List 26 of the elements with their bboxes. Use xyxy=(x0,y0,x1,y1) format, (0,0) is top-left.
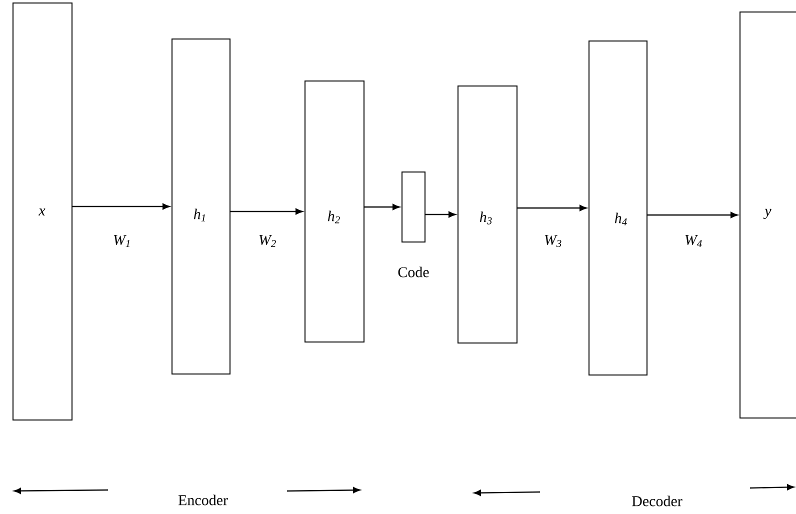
layer-label: h$_{2}$ xyxy=(328,210,340,224)
layer-label: h$_{1}$ xyxy=(194,208,205,222)
edge-label: W$_{1}$ xyxy=(114,235,130,247)
arrow xyxy=(426,211,456,218)
arrow xyxy=(518,204,587,212)
layer-label: y xyxy=(763,208,772,220)
layer-box xyxy=(304,80,364,342)
section-label: Decoder xyxy=(632,496,682,506)
layer-label: h$_{3}$ xyxy=(480,212,492,224)
layer-box xyxy=(740,12,796,418)
edge-label: W$_{2}$ xyxy=(259,235,276,247)
arrow xyxy=(230,208,303,215)
section-label: Encoder xyxy=(178,494,228,506)
layer-box xyxy=(458,86,518,344)
arrow xyxy=(364,204,400,210)
layer-box xyxy=(402,172,426,242)
edge-label: W$_{3}$ xyxy=(544,234,562,248)
arrow xyxy=(648,212,738,218)
layer-box xyxy=(588,40,648,376)
layer-label: h$_{4}$ xyxy=(614,212,627,226)
node-caption: Code xyxy=(398,266,429,278)
edge-label: W$_{4}$ xyxy=(685,235,702,247)
layer-box xyxy=(172,38,230,374)
layer-label: x xyxy=(38,208,46,216)
arrow xyxy=(72,203,170,210)
layer-box xyxy=(12,2,72,420)
